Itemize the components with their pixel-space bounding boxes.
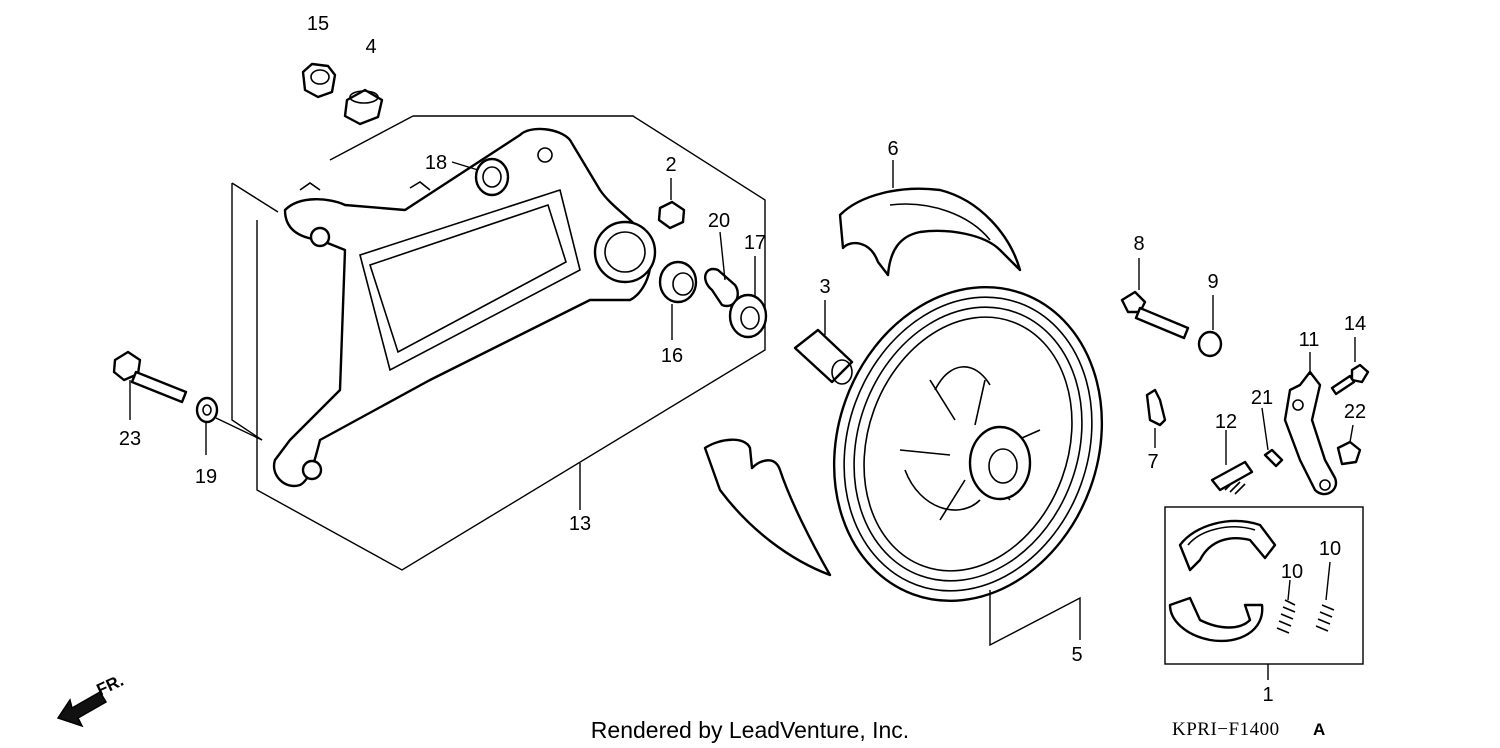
wear-indicator-9[interactable] (1197, 295, 1223, 358)
diagram-code-suffix: A (1313, 720, 1325, 739)
callout-15: 15 (307, 13, 329, 35)
bolt-22[interactable] (1336, 424, 1362, 466)
callout-4: 4 (365, 36, 376, 58)
callout-9: 9 (1207, 271, 1218, 293)
brake-arm-11[interactable] (1283, 352, 1338, 496)
callout-22: 22 (1344, 401, 1366, 423)
washer-19[interactable] (195, 396, 263, 455)
callout-10-b: 10 (1319, 538, 1341, 560)
callout-2: 2 (665, 154, 676, 176)
callout-19: 19 (195, 466, 217, 488)
bearing-18[interactable] (451, 157, 510, 197)
callout-21: 21 (1251, 387, 1273, 409)
flange-nut-15[interactable] (301, 62, 337, 99)
brake-shoe-upper[interactable] (1178, 519, 1277, 572)
callout-17: 17 (744, 232, 766, 254)
lower-fender (703, 438, 832, 577)
callout-3: 3 (819, 276, 830, 298)
footer-credit: Rendered by LeadVenture, Inc. (591, 717, 909, 743)
callout-12: 12 (1215, 411, 1237, 433)
swing-arm[interactable] (272, 127, 657, 488)
inner-fender-6[interactable] (838, 160, 1022, 277)
callout-11: 11 (1299, 329, 1320, 351)
swing-arm-group-outline (231, 115, 766, 571)
rear-wheel-5[interactable] (791, 249, 1145, 647)
callout-6: 6 (887, 138, 898, 160)
callout-1: 1 (1262, 684, 1273, 706)
callout-8: 8 (1133, 233, 1144, 255)
collar-4[interactable] (343, 88, 384, 126)
diagram-code: KPRI−F1400 (1172, 719, 1280, 740)
valve-stem-7[interactable] (1145, 388, 1167, 448)
callout-23: 23 (119, 428, 141, 450)
callout-18: 18 (425, 152, 447, 174)
front-direction-arrow: FR. (56, 671, 127, 728)
shoe-spring-10a[interactable] (1276, 579, 1296, 634)
spring-12[interactable] (1210, 430, 1254, 495)
brake-cam-8[interactable] (1120, 258, 1190, 340)
shoe-spring-10b[interactable] (1315, 561, 1335, 632)
callout-7: 7 (1147, 451, 1158, 473)
callout-13: 13 (569, 513, 591, 535)
callout-5: 5 (1071, 644, 1082, 666)
circlip-20[interactable] (704, 231, 739, 308)
brake-shoe-set-outline (1164, 506, 1364, 680)
brake-shoe-lower[interactable] (1168, 596, 1264, 643)
bolt-23[interactable] (112, 350, 188, 420)
bolt-14[interactable] (1330, 337, 1370, 396)
oil-seal-17[interactable] (728, 256, 768, 339)
callout-14: 14 (1344, 313, 1366, 335)
callout-20: 20 (708, 210, 730, 232)
bearing-16[interactable] (658, 260, 698, 340)
pin-21[interactable] (1261, 407, 1284, 468)
nut-2[interactable] (657, 178, 686, 230)
callout-10-a: 10 (1281, 561, 1303, 583)
distance-collar-3[interactable] (793, 300, 854, 385)
callout-16: 16 (661, 345, 683, 367)
